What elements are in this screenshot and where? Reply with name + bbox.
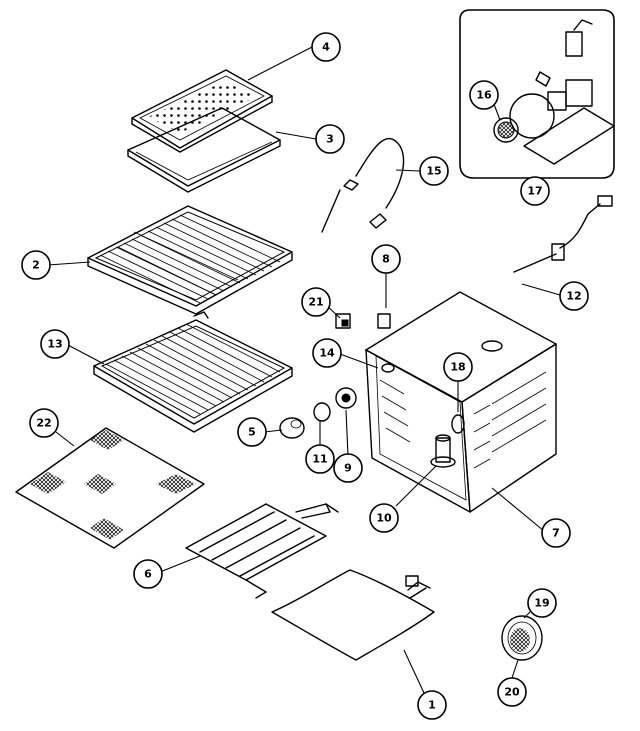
oven-cavity [364,291,558,513]
callout-8: 8 [371,244,401,274]
broil-element [185,503,339,599]
callout-16: 16 [469,80,499,110]
callout-12: 12 [559,281,589,311]
light-switch [335,313,351,329]
callout-19: 19 [527,588,557,618]
bake-element [271,569,435,661]
callout-3: 3 [315,124,345,154]
callout-label-3: 3 [326,133,334,146]
callout-label-21: 21 [308,296,323,309]
callout-21: 21 [301,287,331,317]
door-switch [377,313,391,329]
callout-label-2: 2 [32,259,40,272]
callout-1: 1 [417,690,447,720]
callout-label-15: 15 [426,165,441,178]
callout-7: 7 [541,518,571,548]
callout-13: 13 [40,329,70,359]
leader-lines [47,46,561,694]
callout-label-4: 4 [322,41,330,54]
callout-label-6: 6 [144,568,152,581]
callout-label-11: 11 [312,453,327,466]
callout-6: 6 [133,559,163,589]
callout-14: 14 [312,338,342,368]
callout-22: 22 [29,408,59,438]
callout-label-14: 14 [319,347,335,360]
callout-label-16: 16 [476,89,492,102]
callout-label-13: 13 [47,338,62,351]
callout-label-9: 9 [344,462,352,475]
thermostat-bulb [321,138,405,233]
broiler-pan [127,107,281,193]
callout-label-17: 17 [527,185,542,198]
callout-2: 2 [21,250,51,280]
oven-sensor [513,195,613,273]
callout-label-7: 7 [552,527,560,540]
oven-light-assembly [279,387,357,439]
callout-label-8: 8 [382,253,390,266]
callout-label-19: 19 [534,597,549,610]
callout-label-10: 10 [376,512,392,525]
convection-inset-frame [459,9,615,179]
oven-knob [501,615,543,661]
callout-label-1: 1 [428,699,436,712]
callout-label-22: 22 [36,417,51,430]
callout-15: 15 [419,156,449,186]
callout-11: 11 [305,444,335,474]
callout-4: 4 [311,32,341,62]
oven-rack [87,205,293,315]
callout-label-18: 18 [450,361,465,374]
oven-rack-lower [93,311,293,433]
callout-9: 9 [333,453,363,483]
oven-bottom-liner [15,427,205,549]
callout-label-12: 12 [566,290,581,303]
callout-20: 20 [497,677,527,707]
callout-label-20: 20 [504,686,520,699]
callout-5: 5 [237,417,267,447]
convection-fan-assembly [493,19,615,165]
callout-10: 10 [369,503,399,533]
callout-17: 17 [520,176,550,206]
callout-label-5: 5 [248,426,256,439]
callout-18: 18 [443,352,473,382]
broiler-pan-insert [131,69,273,153]
